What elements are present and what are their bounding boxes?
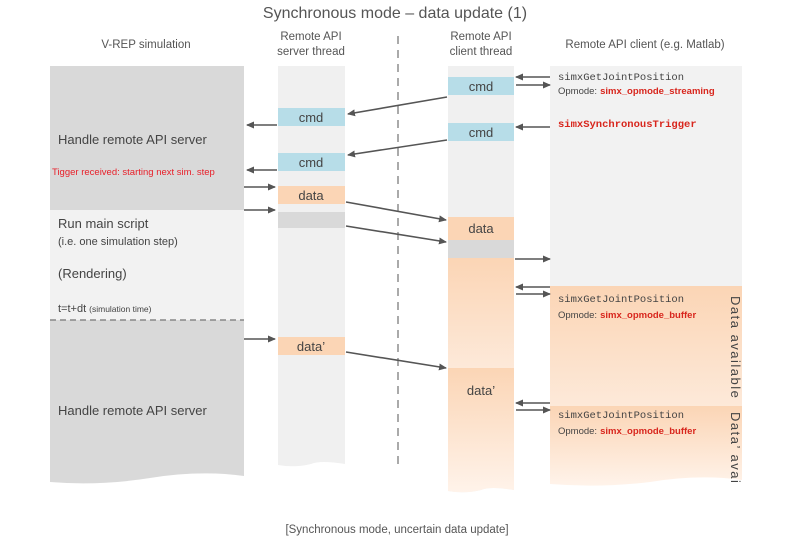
client-grey-box	[448, 240, 514, 258]
figure-caption: [Synchronous mode, uncertain data update…	[285, 524, 508, 536]
server-grey-box	[278, 212, 345, 228]
api-opmode-buffer-1: Opmode:simx_opmode_buffer	[558, 310, 696, 321]
column-header-client-2: client thread	[450, 46, 513, 58]
column-header-vrep: V-REP simulation	[101, 39, 190, 51]
column-header-server-1: Remote API	[280, 31, 341, 43]
server-data-prime-box	[278, 337, 345, 355]
server-data-label: data	[298, 188, 324, 203]
opmode-value-streaming: simx_opmode_streaming	[600, 86, 715, 97]
client-cmd-box-2	[448, 123, 514, 141]
client-cmd-label-1: cmd	[469, 79, 494, 94]
server-cmd-box-1	[278, 108, 345, 126]
column-header-api-client: Remote API client (e.g. Matlab)	[565, 39, 724, 51]
api-client-column	[550, 66, 742, 286]
api-data-available-band	[550, 286, 742, 406]
client-data-prime-band	[448, 368, 514, 493]
vrep-column	[50, 66, 244, 484]
client-cmd-label-2: cmd	[469, 125, 494, 140]
server-cmd-label-2: cmd	[299, 155, 324, 170]
arrow-server-data-to-client	[345, 201, 447, 223]
server-cmd-label-1: cmd	[299, 110, 324, 125]
message-arrows	[244, 73, 551, 414]
vrep-time-sub: (simulation time)	[89, 304, 152, 314]
client-cmd-box-1	[448, 77, 514, 95]
vrep-run-main-sub: (i.e. one simulation step)	[58, 236, 178, 248]
server-cmd-box-2	[278, 153, 345, 171]
vrep-run-main-script: Run main script	[58, 216, 149, 231]
vrep-handle-server-1: Handle remote API server	[58, 132, 208, 147]
column-header-server-2: server thread	[277, 46, 345, 58]
client-data-available-band	[448, 258, 514, 368]
page-title: Synchronous mode – data update (1)	[263, 5, 527, 22]
api-call-get-joint-position-1: simxGetJointPosition	[558, 72, 684, 84]
opmode-value-buffer-1: simx_opmode_buffer	[600, 310, 696, 321]
opmode-label-1: Opmode:	[558, 86, 597, 97]
opmode-value-buffer-2: simx_opmode_buffer	[600, 426, 696, 437]
api-opmode-buffer-2: Opmode:simx_opmode_buffer	[558, 426, 696, 437]
server-data-prime-label: data’	[297, 339, 325, 354]
opmode-label-3: Opmode:	[558, 426, 597, 437]
server-thread-column	[278, 66, 345, 467]
column-header-client-1: Remote API	[450, 31, 511, 43]
opmode-label-2: Opmode:	[558, 310, 597, 321]
api-call-synchronous-trigger: simxSynchronousTrigger	[558, 119, 697, 131]
api-opmode-streaming: Opmode:simx_opmode_streaming	[558, 86, 715, 97]
client-data-box	[448, 217, 514, 240]
vrep-time-main: t=t+dt	[58, 303, 86, 315]
vrep-time-step: t=t+dt(simulation time)	[58, 303, 152, 315]
server-data-box	[278, 186, 345, 204]
arrow-server-data-prime-to-client	[345, 351, 447, 371]
arrow-cmd1-to-server	[347, 96, 448, 117]
data-prime-available-label: Data’ avai	[728, 412, 743, 484]
arrow-cmd2-to-server	[347, 139, 448, 158]
vrep-handle-server-2: Handle remote API server	[58, 403, 208, 418]
arrow-server-grey-to-client	[345, 225, 447, 245]
client-data-prime-label: data’	[467, 383, 495, 398]
vrep-trigger-received: Tigger received: starting next sim. step	[52, 167, 215, 178]
client-data-label: data	[468, 221, 494, 236]
data-available-label: Data available	[728, 296, 743, 399]
vrep-rendering: (Rendering)	[58, 266, 127, 281]
api-call-get-joint-position-3: simxGetJointPosition	[558, 410, 684, 422]
api-data-prime-band	[550, 406, 742, 486]
api-call-get-joint-position-2: simxGetJointPosition	[558, 294, 684, 306]
